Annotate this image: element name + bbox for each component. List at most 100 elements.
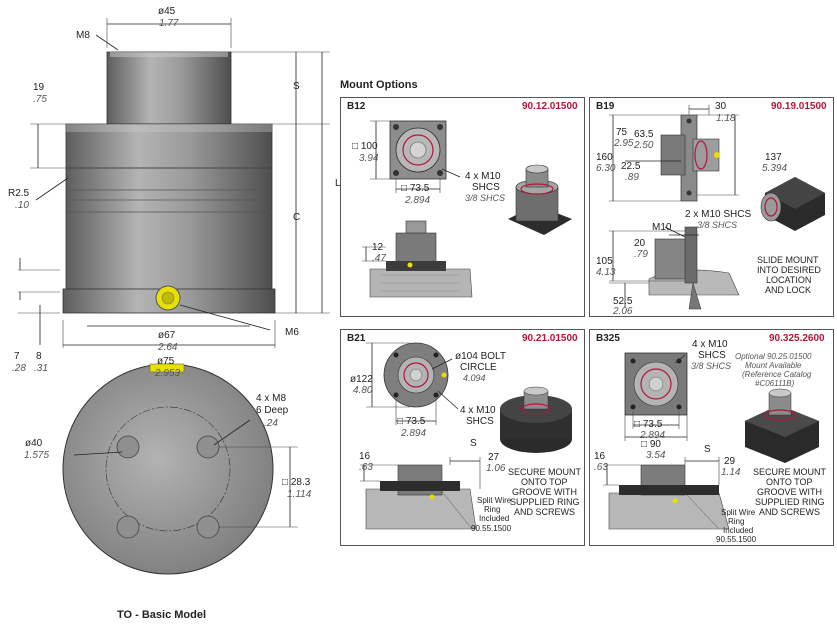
dim-d45-in: 1.77 (159, 18, 179, 29)
b325-opt-1: Optional 90.25.01500 (735, 352, 812, 361)
b19-d20-in: .79 (634, 249, 648, 260)
b19-d160-in: 6.30 (596, 163, 616, 174)
b19-d160: 160 (596, 152, 613, 163)
b19-note-1: SLIDE MOUNT (757, 255, 819, 265)
b21-note-1: SECURE MOUNT (508, 467, 582, 477)
b21-shcs-b: SHCS (466, 416, 494, 427)
dim-c: C (293, 212, 301, 223)
dim-d7-in: .28 (12, 363, 26, 374)
dim-d7: 7 (14, 351, 20, 362)
b325-ring-2: Ring (728, 517, 745, 526)
b21-bolt-1: ø104 BOLT (455, 351, 506, 362)
b325-d29-in: 1.14 (721, 467, 741, 478)
b325-drawing (603, 352, 819, 530)
dim-s: S (293, 81, 300, 92)
b12-name: B12 (347, 101, 366, 112)
cylinder-body (65, 123, 273, 293)
b19-d75: 75 (616, 127, 628, 138)
dim-sq283: □ 28.3 (282, 477, 311, 488)
b325-note-1: SECURE MOUNT (753, 467, 827, 477)
b21-drawing (360, 342, 572, 530)
b12-shcs-b: SHCS (472, 182, 500, 193)
b19-d525-in: 2.06 (613, 306, 633, 317)
dim-m8: M8 (76, 30, 90, 41)
b325-sq90-in: 3.54 (646, 450, 666, 461)
dim-d75: ø75 (157, 356, 175, 367)
dim-m8x4-b: 6 Deep (256, 405, 289, 416)
b12-d12-in: .47 (372, 253, 386, 264)
b19-d20: 20 (634, 238, 646, 249)
b325-shcs-b: SHCS (698, 350, 726, 361)
dim-d40-in: 1.575 (24, 450, 50, 461)
b21-sq735: □ 73.5 (397, 416, 426, 427)
b12-sq735-in: 2.894 (405, 195, 431, 206)
b19-shcs-in: 3/8 SHCS (697, 220, 738, 230)
b12-drawing (362, 120, 572, 298)
b12-part-number: 90.12.01500 (522, 101, 578, 112)
b19-name: B19 (596, 101, 615, 112)
b19-note-4: AND LOCK (765, 285, 812, 295)
b12-sq100: □ 100 (352, 141, 378, 152)
b21-d16: 16 (359, 451, 371, 462)
b21-note-3: GROOVE WITH (512, 487, 577, 497)
b19-d225-in: .89 (625, 172, 639, 183)
b19-d635-in: 2.50 (634, 140, 654, 151)
dim-m6: M6 (285, 327, 299, 338)
b325-name: B325 (596, 333, 620, 344)
b19-shcs: 2 x M10 SHCS (685, 209, 752, 220)
dim-d67-in: 2.64 (158, 342, 178, 353)
dim-d8-in: .31 (34, 363, 48, 374)
b21-ring-3: Included (479, 514, 510, 523)
piston-rod (106, 51, 232, 125)
b21-d27-in: 1.06 (486, 463, 506, 474)
dim-r25-in: .10 (15, 200, 29, 211)
b325-opt-3: (Reference Catalog (742, 370, 812, 379)
dim-d8: 8 (36, 351, 42, 362)
b325-sq90: □ 90 (641, 439, 661, 450)
dim-sq283-in: 1.114 (287, 489, 312, 500)
b325-d16-in: .63 (594, 462, 608, 473)
main-bottom-view (62, 363, 274, 575)
main-title: TO - Basic Model (117, 609, 207, 621)
dim-d40: ø40 (25, 438, 43, 449)
b325-d16: 16 (594, 451, 606, 462)
b21-note-5: AND SCREWS (514, 507, 576, 517)
b19-m10: M10 (652, 222, 672, 233)
b19-note-2: INTO DESIRED (757, 265, 821, 275)
b21-bolt-in: 4.094 (463, 373, 486, 383)
b325-sq735: □ 73.5 (634, 419, 663, 430)
b325-shcs-a: 4 x M10 (692, 339, 728, 350)
b19-d225: 22.5 (621, 161, 641, 172)
b325-note-4: SUPPLIED RING (755, 497, 825, 507)
b19-d137: 137 (765, 152, 782, 163)
b325-ring-3: Included (723, 526, 754, 535)
b21-ring-2: Ring (484, 505, 501, 514)
b21-ring-4: 90.55.1500 (471, 524, 512, 533)
b21-part-number: 90.21.01500 (522, 333, 578, 344)
b21-d122: ø122 (350, 374, 373, 385)
b19-d105-in: 4.13 (596, 267, 616, 278)
b325-ring-1: Split Wire (721, 508, 756, 517)
b325-opt-4: #C06111B) (755, 379, 795, 388)
b21-s: S (470, 438, 477, 449)
b325-opt-2: Mount Available (745, 361, 802, 370)
b325-note-2: ONTO TOP (766, 477, 813, 487)
dim-l: L (335, 178, 341, 189)
b19-d30-in: 1.18 (716, 113, 736, 124)
b21-bolt-2: CIRCLE (460, 362, 497, 373)
b19-d75-in: 2.95 (614, 138, 634, 149)
b12-shcs-a: 4 x M10 (465, 171, 501, 182)
b19-part-number: 90.19.01500 (771, 101, 827, 112)
b19-note-3: LOCATION (766, 275, 812, 285)
b12-d12: 12 (372, 242, 384, 253)
b19-d105: 105 (596, 256, 613, 267)
dim-d67: ø67 (158, 330, 176, 341)
b12-sq735: □ 73.5 (401, 183, 430, 194)
b21-note-2: ONTO TOP (521, 477, 568, 487)
b21-d122-in: 4.80 (353, 385, 373, 396)
b21-d16-in: .63 (359, 462, 373, 473)
b21-d27: 27 (488, 452, 500, 463)
b325-part-number: 90.325.2600 (769, 333, 825, 344)
b21-name: B21 (347, 333, 366, 344)
